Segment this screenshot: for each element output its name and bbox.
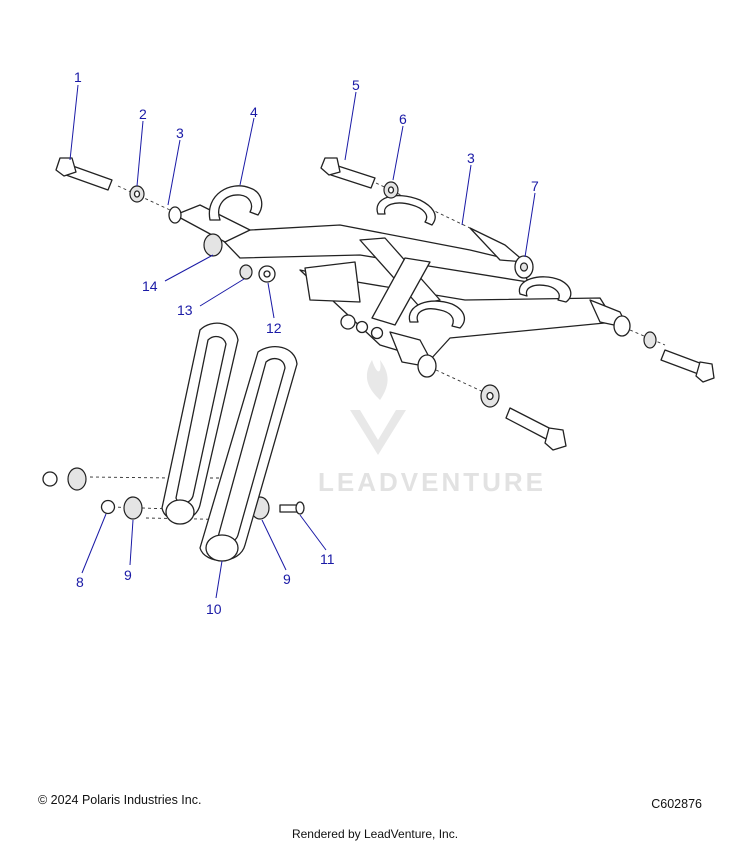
watermark-text: LEADVENTURE: [318, 467, 546, 497]
nut-top: [42, 471, 58, 487]
links-10: [161, 322, 298, 562]
callouts: 1 2 3 4 5 6 3 7 14 13 12 8 9 10 9 11: [74, 69, 539, 617]
bolt-rear: [505, 407, 554, 441]
bracket-4: [208, 185, 263, 221]
hardware: [42, 157, 715, 520]
callout-1: 1: [74, 69, 82, 85]
callout-7: 7: [531, 178, 539, 194]
callout-13: 13: [177, 302, 193, 318]
bushing-14: [203, 233, 223, 257]
callout-14: 14: [142, 278, 158, 294]
leader-lines: [69, 84, 536, 599]
washer-9-left: [123, 496, 143, 520]
bolt-11: [279, 504, 299, 513]
watermark: LEADVENTURE: [318, 360, 546, 497]
rendered-by-text: Rendered by LeadVenture, Inc.: [291, 827, 459, 841]
callout-9-left: 9: [124, 567, 132, 583]
bushing-3-front: [168, 206, 182, 224]
callout-8: 8: [76, 574, 84, 590]
center-bracket: [304, 261, 361, 303]
nut-8: [100, 499, 116, 515]
callout-2: 2: [139, 106, 147, 122]
washer-right: [643, 331, 657, 349]
callout-11: 11: [320, 551, 335, 567]
copyright-text: © 2024 Polaris Industries Inc.: [38, 793, 202, 807]
callout-9-right: 9: [283, 571, 291, 587]
callout-3-rear: 3: [467, 150, 475, 166]
washer-top: [67, 467, 87, 491]
callout-6: 6: [399, 111, 407, 127]
washer-13: [239, 264, 253, 280]
cross-brace-2: [371, 257, 431, 326]
callout-3: 3: [176, 125, 184, 141]
front-pivot-tube: [174, 204, 251, 243]
callout-5: 5: [352, 77, 360, 93]
center-nut: [340, 314, 356, 330]
bushing-end: [417, 354, 437, 378]
diagram-code: C602876: [651, 797, 702, 811]
callout-4: 4: [250, 104, 258, 120]
callout-12: 12: [266, 320, 282, 336]
control-arm-assembly: [168, 185, 631, 378]
callout-10: 10: [206, 601, 222, 617]
